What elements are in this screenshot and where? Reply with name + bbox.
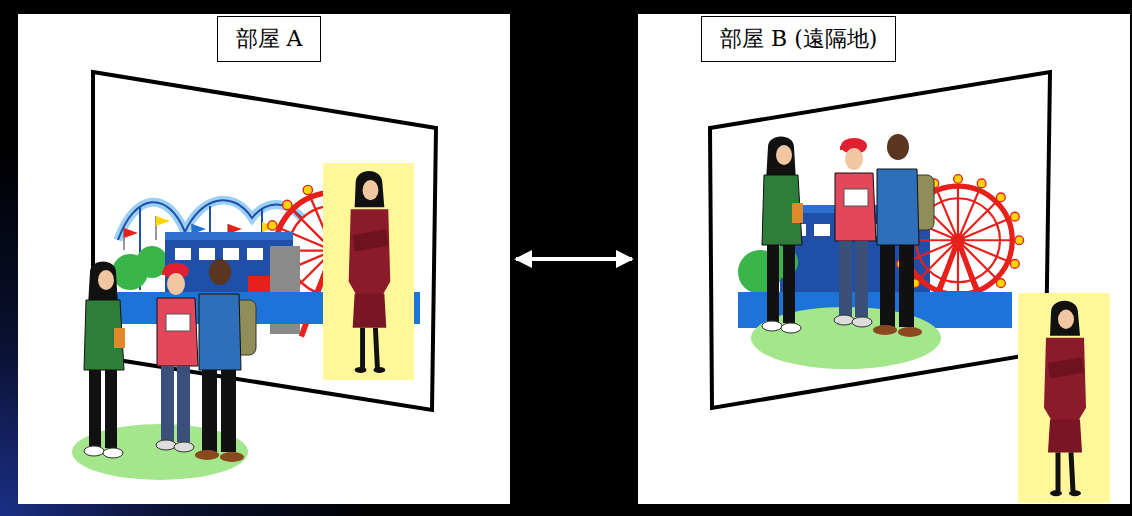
remote-woman xyxy=(323,163,414,380)
remote-people xyxy=(762,134,934,337)
local-people xyxy=(84,259,256,462)
double-arrow xyxy=(516,257,632,261)
local-woman xyxy=(1018,293,1110,503)
label-holder: 部屋 A xyxy=(217,16,322,62)
room-label: 部屋 B (遠隔地) xyxy=(701,16,896,62)
screen-a xyxy=(72,72,436,480)
label-holder: 部屋 B (遠隔地) xyxy=(701,16,896,62)
room-label: 部屋 A xyxy=(217,16,322,62)
screen-b xyxy=(710,72,1110,503)
